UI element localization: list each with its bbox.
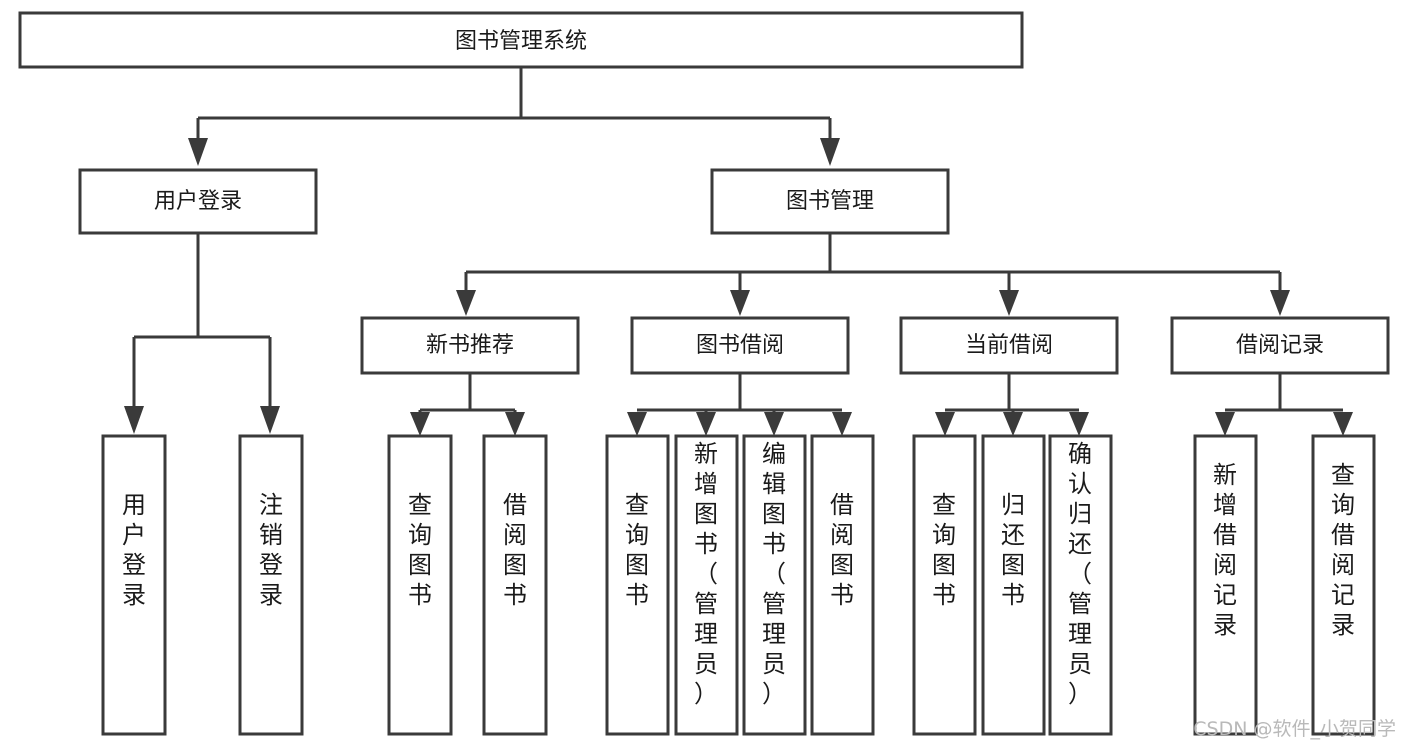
node-box-user-login[interactable] [78, 168, 318, 235]
node-box-leaf-query-book-2[interactable] [605, 434, 670, 736]
node-label-leaf-add-record: 新增借阅记录 [1213, 461, 1237, 639]
node-book-management[interactable]: 图书管理 [710, 168, 950, 235]
arrow-head-borrow-record [1270, 290, 1290, 316]
node-current-borrow[interactable]: 当前借阅 [899, 316, 1119, 375]
node-box-leaf-query-book-3[interactable] [912, 434, 977, 736]
arrow-head-leaf-query-book-2 [627, 412, 647, 436]
node-label-leaf-query-record: 查询借阅记录 [1331, 461, 1355, 639]
arrow-head-leaf-logout-login [260, 406, 280, 434]
leaf-node-query-record[interactable]: 查询借阅记录 [1311, 434, 1376, 736]
node-label-leaf-borrow-book-1: 借阅图书 [503, 491, 527, 609]
leaf-node-logout-login[interactable]: 注销登录 [238, 434, 304, 736]
arrow-head-new-book-recommend [456, 290, 476, 316]
leaf-node-borrow-book-2[interactable]: 借阅图书 [810, 434, 875, 736]
arrow-head-leaf-user-login [124, 406, 144, 434]
arrow-head-leaf-query-book-3 [935, 412, 955, 436]
node-label-current-borrow: 当前借阅 [965, 333, 1053, 358]
arrow-head-leaf-borrow-book-2 [832, 412, 852, 436]
node-label-leaf-confirm-return: 确认归还（管理员） [1068, 440, 1092, 708]
leaf-node-query-book-2[interactable]: 查询图书 [605, 434, 670, 736]
node-box-leaf-borrow-book-2[interactable] [810, 434, 875, 736]
node-box-leaf-add-record[interactable] [1193, 434, 1258, 736]
node-label-user-login: 用户登录 [154, 189, 242, 214]
node-box-leaf-query-book-1[interactable] [387, 434, 453, 736]
node-box-leaf-logout-login[interactable] [238, 434, 304, 736]
node-label-leaf-add-book: 新增图书（管理员） [694, 440, 718, 708]
leaf-node-edit-book[interactable]: 编辑图书（管理员） [742, 434, 807, 736]
leaf-node-add-record[interactable]: 新增借阅记录 [1193, 434, 1258, 736]
arrow-head-leaf-query-record [1333, 412, 1353, 436]
leaf-node-query-book-3[interactable]: 查询图书 [912, 434, 977, 736]
node-label-leaf-borrow-book-2: 借阅图书 [830, 491, 854, 609]
arrow-head-leaf-query-book-1 [410, 412, 430, 436]
leaf-node-query-book-1[interactable]: 查询图书 [387, 434, 453, 736]
csdn-watermark: CSDN @软件_小贺同学 [1193, 718, 1396, 740]
node-label-book-borrow: 图书借阅 [696, 333, 784, 358]
node-label-new-book-recommend: 新书推荐 [426, 333, 514, 358]
arrow-head-leaf-add-record [1215, 412, 1235, 436]
node-label-leaf-edit-book: 编辑图书（管理员） [762, 440, 786, 708]
node-label-system-root: 图书管理系统 [455, 29, 587, 54]
node-box-system-root[interactable] [18, 11, 1024, 69]
node-label-leaf-query-book-1: 查询图书 [408, 491, 432, 609]
node-box-leaf-return-book[interactable] [981, 434, 1046, 736]
arrow-head-leaf-borrow-book-1 [505, 412, 525, 436]
node-label-book-management: 图书管理 [786, 189, 874, 214]
arrow-head-book-management [820, 138, 840, 166]
leaf-node-add-book[interactable]: 新增图书（管理员） [674, 434, 739, 736]
node-system-root[interactable]: 图书管理系统 [18, 11, 1024, 69]
node-box-book-borrow[interactable] [630, 316, 850, 375]
node-box-leaf-add-book[interactable] [674, 434, 739, 736]
leaf-node-return-book[interactable]: 归还图书 [981, 434, 1046, 736]
arrow-head-book-borrow [730, 290, 750, 316]
arrow-head-leaf-confirm-return [1069, 412, 1089, 436]
leaf-node-confirm-return[interactable]: 确认归还（管理员） [1048, 434, 1113, 736]
node-box-current-borrow[interactable] [899, 316, 1119, 375]
node-box-leaf-edit-book[interactable] [742, 434, 807, 736]
leaf-node-user-login[interactable]: 用户登录 [101, 434, 167, 736]
node-borrow-record[interactable]: 借阅记录 [1170, 316, 1390, 375]
node-box-leaf-query-record[interactable] [1311, 434, 1376, 736]
connector-layer [124, 67, 1353, 436]
node-box-leaf-confirm-return[interactable] [1048, 434, 1113, 736]
node-label-borrow-record: 借阅记录 [1236, 333, 1324, 358]
node-label-leaf-logout-login: 注销登录 [259, 491, 283, 609]
node-box-leaf-user-login[interactable] [101, 434, 167, 736]
node-label-leaf-user-login: 用户登录 [122, 491, 146, 609]
arrow-head-leaf-return-book [1003, 412, 1023, 436]
node-box-new-book-recommend[interactable] [360, 316, 580, 375]
node-label-leaf-query-book-2: 查询图书 [625, 491, 649, 609]
arrow-head-user-login [188, 138, 208, 166]
node-user-login[interactable]: 用户登录 [78, 168, 318, 235]
arrow-head-leaf-add-book [696, 412, 716, 436]
node-box-leaf-borrow-book-1[interactable] [482, 434, 548, 736]
node-box-book-management[interactable] [710, 168, 950, 235]
arrow-head-leaf-edit-book [764, 412, 784, 436]
node-book-borrow[interactable]: 图书借阅 [630, 316, 850, 375]
leaf-node-borrow-book-1[interactable]: 借阅图书 [482, 434, 548, 736]
node-label-leaf-query-book-3: 查询图书 [932, 491, 956, 609]
node-box-borrow-record[interactable] [1170, 316, 1390, 375]
node-new-book-recommend[interactable]: 新书推荐 [360, 316, 580, 375]
arrow-head-current-borrow [999, 290, 1019, 316]
node-label-leaf-return-book: 归还图书 [1001, 491, 1025, 609]
